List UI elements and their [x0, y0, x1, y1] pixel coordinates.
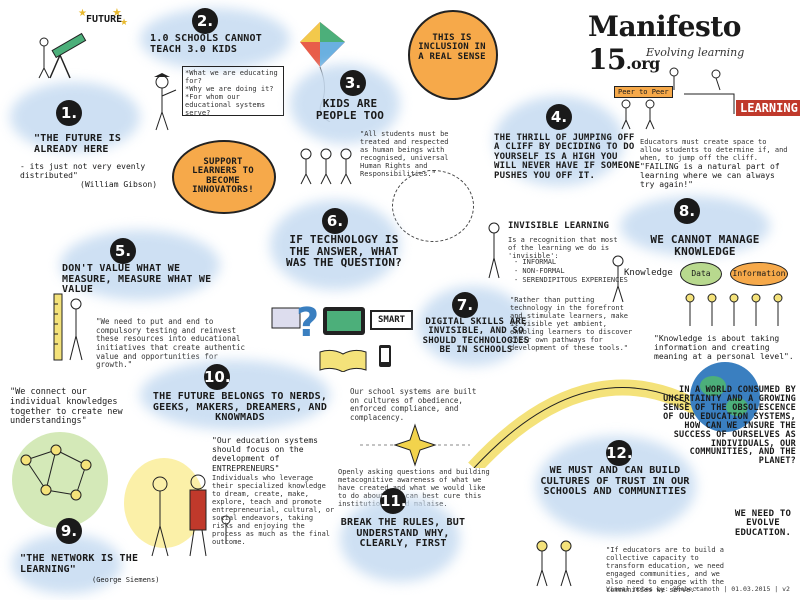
section-10-note: Individuals who leverage their specializ… — [212, 474, 335, 547]
telescope-icon — [38, 32, 87, 79]
data-cloud: Data — [680, 262, 722, 286]
jumping-figure-icon — [669, 67, 735, 114]
number-badge-7: 7. — [452, 292, 478, 318]
measuring-stick-icon — [53, 293, 83, 361]
footer-credit: Visual notes by: @Rebeccamoth | 01.03.20… — [606, 585, 790, 593]
section-9-author: (George Siemens) — [92, 576, 160, 584]
section-8-quote: "Knowledge is about taking information a… — [654, 334, 794, 362]
information-cloud: Information — [730, 262, 788, 286]
number-badge-5: 5. — [110, 238, 136, 264]
invisible-item-3: - SERENDIPITOUS EXPERIENCES — [514, 276, 628, 284]
student-figure-icon — [154, 73, 177, 131]
section-5-note: "We need to put and end to compulsory te… — [96, 317, 246, 370]
phone-icon — [379, 345, 391, 367]
section-1-quote: "THE FUTURE IS ALREADY HERE — [34, 133, 122, 155]
learning-note: Educators must create space to allow stu… — [640, 138, 788, 163]
number-badge-3: 3. — [340, 70, 366, 96]
svg-text:?: ? — [296, 300, 319, 346]
section-5-title: DON'T VALUE WHAT WE MEASURE, MEASURE WHA… — [62, 263, 212, 295]
section-12-title: WE MUST AND CAN BUILD CULTURES OF TRUST … — [540, 465, 690, 497]
section-2-title: 1.0 SCHOOLS CANNOT TEACH 3.0 KIDS — [150, 33, 262, 55]
title-suffix: .org — [625, 54, 660, 73]
manifesto-subtitle: Evolving learning — [646, 46, 745, 59]
people-group-icon — [685, 293, 783, 326]
section-3-note: "All students must be treated and respec… — [360, 130, 449, 179]
peers-icon — [621, 99, 655, 130]
section-10-quote: "Our education systems should focus on t… — [212, 436, 318, 473]
number-badge-1: 1. — [56, 100, 82, 126]
questions-board: *What we are educating for? *Why we are … — [182, 66, 284, 118]
invisible-learning-desc: Is a recognition that most of the learni… — [508, 236, 618, 261]
learning-label: LEARNING — [736, 100, 800, 116]
section-7-note: "Rather than putting technology in the f… — [510, 296, 633, 353]
invisible-item-2: - NON-FORMAL — [514, 267, 565, 275]
number-badge-6: 6. — [322, 208, 348, 234]
section-1-quote-2: - its just not very evenly distributed" — [20, 162, 146, 181]
dashed-circle — [392, 170, 474, 242]
section-3-title: KIDS ARE PEOPLE TOO — [315, 97, 385, 122]
knowledge-figure-icon — [612, 255, 624, 303]
section-8-title: WE CANNOT MANAGE KNOWLEDGE — [650, 233, 760, 258]
number-badge-2: 2. — [192, 8, 218, 34]
section-11-note-1: Our school systems are built on cultures… — [350, 387, 477, 422]
world-question: IN A WORLD CONSUMED BY UNCERTAINTY AND A… — [663, 385, 796, 467]
star-icon: ★ — [120, 18, 129, 28]
star-icon: ★ — [112, 6, 122, 19]
future-label: FUTURE — [86, 14, 123, 25]
question-1: *What we are educating for? — [185, 69, 278, 86]
section-4-title: THE THRILL OF JUMPING OFF A CLIFF BY DEC… — [494, 133, 641, 181]
book-icon — [319, 349, 367, 372]
section-11-title: BREAK THE RULES, BUT UNDERSTAND WHY, CLE… — [340, 517, 466, 549]
invisible-item-1: - INFORMAL — [514, 258, 557, 266]
network-icon — [20, 444, 92, 501]
cloud-5 — [60, 230, 220, 300]
evolve-education: WE NEED TO EVOLVE EDUCATION. — [734, 509, 792, 538]
globe-icon — [690, 362, 760, 432]
number-badge-11: 11. — [380, 488, 407, 514]
failing-quote: "FAILING is a natural part of learning w… — [640, 162, 780, 190]
cloud-9 — [12, 534, 122, 594]
community-figures-icon — [536, 540, 572, 587]
invisible-learning-title: INVISIBLE LEARNING — [508, 221, 610, 231]
section-7-title: DIGITAL SKILLS ARE INVISIBLE, AND SO SHO… — [422, 317, 530, 356]
number-badge-4: 4. — [546, 104, 572, 130]
section-10-title: THE FUTURE BELONGS TO NERDS, GEEKS, MAKE… — [152, 391, 328, 423]
section-6-title: IF TECHNOLOGY IS THE ANSWER, WHAT WAS TH… — [286, 233, 402, 270]
broken-sparkle-icon — [360, 423, 470, 467]
cloud-10 — [140, 360, 330, 430]
star-icon: ★ — [78, 8, 87, 19]
number-badge-8: 8. — [674, 198, 700, 224]
smart-board-label: SMART — [370, 310, 414, 330]
number-badge-12: 12. — [606, 440, 633, 466]
entrepreneur-figures-icon — [151, 474, 231, 557]
bridge-icon — [468, 379, 719, 468]
question-3: *For whom our educational systems serve? — [185, 93, 266, 118]
number-badge-10: 10. — [204, 364, 231, 390]
title-text: Manifesto 15 — [588, 10, 741, 76]
peer-to-peer-label: Peer to Peer — [614, 86, 673, 98]
kids-figures-icon — [300, 148, 352, 185]
inclusion-text: THIS IS INCLUSION IN A REAL SENSE — [418, 33, 486, 62]
tablet-icon — [323, 307, 365, 335]
knowledge-label: Knowledge — [624, 268, 673, 278]
thinking-figure-icon — [488, 222, 500, 279]
question-2: *Why we are doing it? — [185, 85, 274, 94]
support-circle — [172, 140, 276, 214]
section-9-connect: "We connect our individual knowledges to… — [10, 387, 123, 427]
section-1-author: (William Gibson) — [80, 180, 158, 189]
inclusion-circle — [408, 10, 498, 100]
section-12-note: "If educators are to build a collective … — [606, 546, 725, 595]
question-mark-icon: ? — [271, 300, 319, 346]
section-9-quote: "THE NETWORK IS THE LEARNING" — [20, 553, 139, 575]
manifesto-title: Manifesto 15.org — [588, 10, 800, 76]
support-text: SUPPORT LEARNERS TO BECOME INNOVATORS! — [192, 157, 254, 196]
number-badge-9: 9. — [56, 518, 82, 544]
